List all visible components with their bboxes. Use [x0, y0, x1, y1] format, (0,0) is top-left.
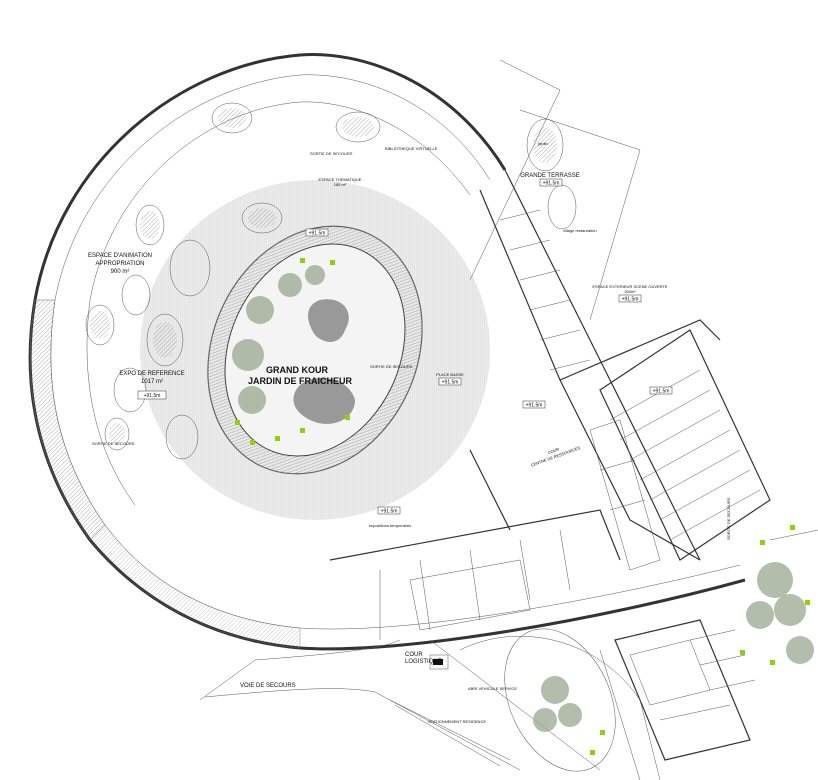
- zone-expo: EXPO DE REFERENCE 1017 m² +91.5m: [119, 371, 185, 400]
- zone-label: expositions temporaires: [369, 523, 411, 528]
- truck-body: [433, 659, 443, 665]
- exit-label: SORTIE DE SECOURS: [370, 364, 413, 369]
- zone-scene: ESPACE EXTERIEUR SCENE OUVERTE 200m² +91…: [592, 284, 668, 303]
- zone-thematique: ESPACE THEMATIQUE 185 m²: [319, 177, 362, 187]
- zone-label: EXPO DE REFERENCE: [119, 371, 184, 377]
- level-tag: +91.5m: [526, 403, 543, 409]
- roads: [199, 628, 641, 780]
- service-block: [459, 529, 818, 780]
- zone-label: ESPACE EXTERIEUR SCENE OUVERTE: [592, 284, 668, 289]
- room-label: STATIONNEMENT RESIDENCE: [428, 719, 486, 724]
- tree-cluster: [235, 258, 814, 755]
- zone-cour-centre: COUR CENTRE DE RESSOURCES: [530, 445, 581, 468]
- central-garden: [207, 225, 423, 475]
- zone-label: VOIE DE SECOURS: [240, 683, 296, 689]
- level-tag: +91.5m: [622, 297, 639, 303]
- building-outline: [28, 52, 746, 651]
- level-tag: +91.5m: [144, 393, 161, 399]
- level-tag: +91.5m: [653, 389, 670, 395]
- zone-label: COUR: [405, 652, 423, 658]
- level-tag: +91.5m: [442, 380, 459, 386]
- room-label: BIBLIOTHEQUE VIRTUELLE: [385, 146, 438, 151]
- garden-title: GRAND KOUR JARDIN DE FRAICHEUR: [248, 365, 353, 386]
- zone-area: 185 m²: [334, 182, 347, 187]
- zone-cour-logistique: COUR LOGISTIQUE: [405, 652, 442, 665]
- room-label: village restauration: [563, 228, 597, 233]
- exit-label: SORTIE DE SECOURS: [726, 497, 731, 540]
- zone-label: GRANDE TERRASSE: [520, 173, 580, 179]
- zone-label: ESPACE THEMATIQUE: [319, 177, 362, 182]
- level-tag: +91.5m: [381, 509, 398, 515]
- small-labels: SORTIE DE SECOURS SORTIE DE SECOURS SORT…: [92, 141, 731, 724]
- zone-voie: VOIE DE SECOURS: [240, 683, 296, 689]
- truck-icon: [429, 654, 449, 670]
- level-tag: +91.5m: [543, 181, 560, 187]
- garden-title-line1: GRAND KOUR: [266, 365, 328, 375]
- zone-area: 900 m²: [111, 269, 130, 275]
- zone-label: ESPACE D'ANIMATION: [88, 253, 152, 259]
- zone-label: APPROPRIATION: [96, 261, 145, 267]
- pod-label: jardin: [537, 141, 548, 146]
- level-tag: +91.5m: [309, 231, 326, 237]
- garden-title-line2: JARDIN DE FRAICHEUR: [248, 376, 353, 386]
- exit-label: SORTIE DE SECOURS: [92, 441, 135, 446]
- zone-place-basse: PLACE BASSE +91.5m: [436, 372, 464, 386]
- zone-label: LOGISTIQUE: [405, 659, 442, 665]
- zone-label: PLACE BASSE: [436, 372, 464, 377]
- exit-label: SORTIE DE SECOURS: [310, 151, 353, 156]
- zone-expo-temp: +91.5m expositions temporaires: [369, 506, 411, 528]
- zone-animation: ESPACE D'ANIMATION APPROPRIATION 900 m²: [88, 253, 152, 275]
- room-label: ABRI VEHICULE SERVICE: [468, 686, 517, 691]
- wing-walls: [329, 59, 771, 640]
- oval-pods: [85, 102, 577, 460]
- zone-area: 1017 m²: [141, 379, 163, 385]
- zone-terrasse: GRANDE TERRASSE +91.5m: [520, 173, 580, 187]
- zone-area: 200m²: [624, 289, 636, 294]
- zone-label: COUR: [547, 446, 560, 455]
